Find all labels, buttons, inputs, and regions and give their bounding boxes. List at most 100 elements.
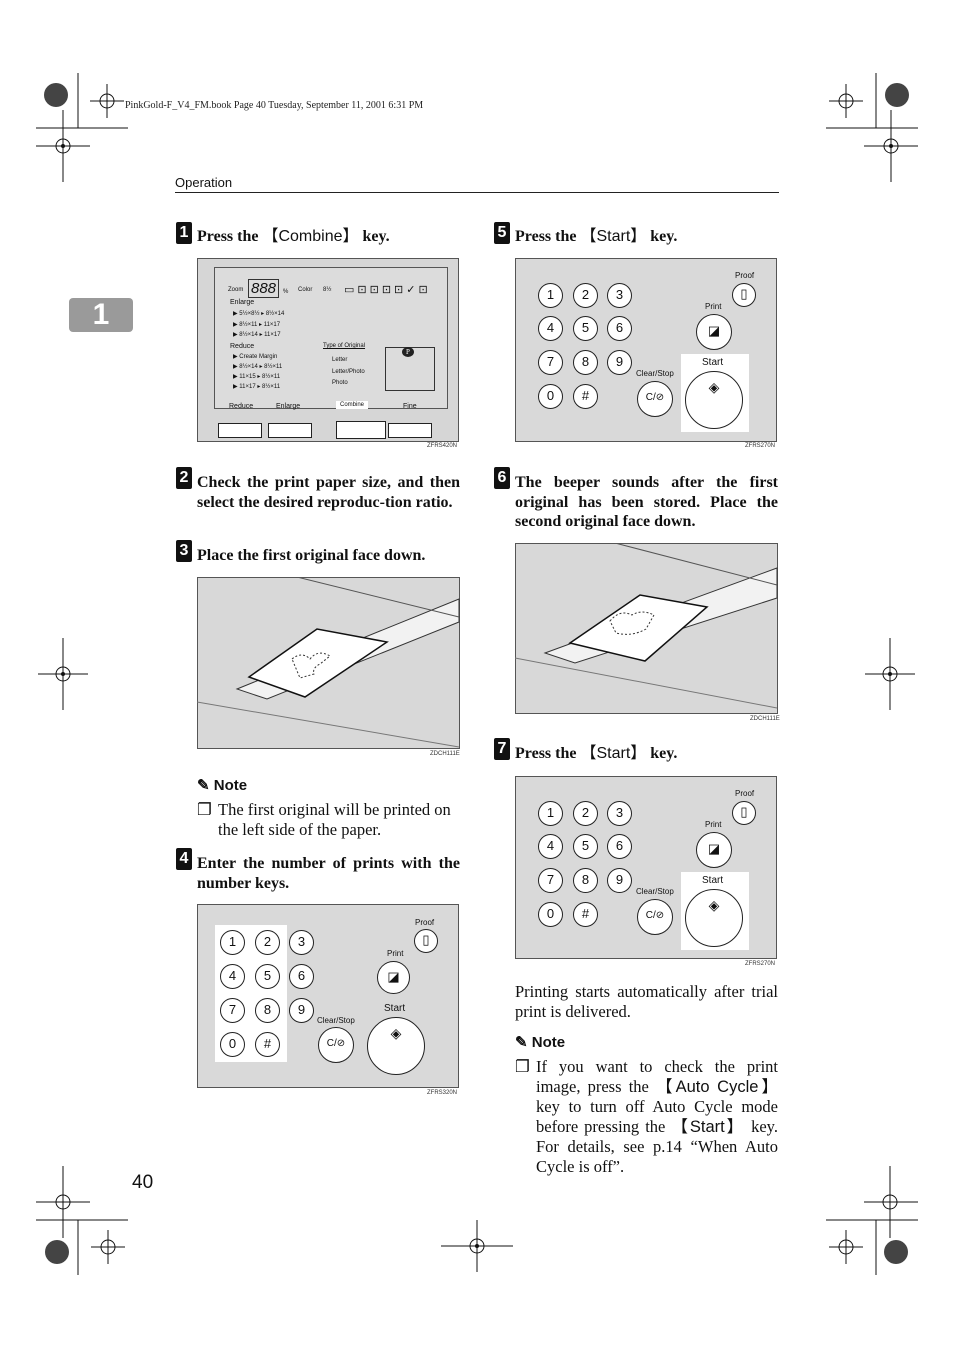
- key-2[interactable]: 2: [255, 930, 280, 955]
- key-2[interactable]: 2: [573, 283, 598, 308]
- chapter-tab: 1: [69, 298, 133, 332]
- proof-button[interactable]: ▯: [732, 283, 756, 307]
- key-7[interactable]: 7: [538, 350, 563, 375]
- key-5[interactable]: 5: [255, 964, 280, 989]
- type-item: Letter: [332, 357, 348, 363]
- key-0[interactable]: 0: [538, 902, 563, 927]
- print-label: Print: [705, 302, 722, 311]
- key-1[interactable]: 1: [538, 801, 563, 826]
- key-4[interactable]: 4: [538, 834, 563, 859]
- step-text-part: Press the: [197, 228, 263, 245]
- start-button[interactable]: ◈: [685, 889, 743, 947]
- step-text-part: key.: [646, 228, 678, 245]
- pencil-icon: ✎: [515, 1034, 528, 1051]
- key-1[interactable]: 1: [220, 930, 245, 955]
- print-button[interactable]: ◪: [696, 314, 732, 350]
- figure-code: ZFRS270N: [745, 443, 776, 449]
- start-key-figure-2: 1 2 3 4 5 6 7 8 9 0 # Proof ▯ Print ◪ Cl…: [515, 776, 777, 959]
- step-6-text: The beeper sounds after the first origin…: [515, 474, 778, 530]
- start-button[interactable]: ◈: [685, 371, 743, 429]
- auto-cycle-key-label: 【Auto Cycle】: [656, 1077, 778, 1096]
- reduce-item: ▶ 11×17 ▸ 8½×11: [233, 384, 281, 390]
- key-0[interactable]: 0: [220, 1032, 245, 1057]
- step-5-text: Press the 【Start】 key.: [515, 227, 780, 247]
- reduce-key-label: Reduce: [229, 403, 254, 410]
- print-button[interactable]: ◪: [696, 832, 732, 868]
- key-2[interactable]: 2: [573, 801, 598, 826]
- page-number: 40: [132, 1172, 154, 1193]
- key-6[interactable]: 6: [607, 834, 632, 859]
- display-screen: [214, 267, 448, 409]
- original-placement-figure-2: [515, 543, 778, 714]
- checkbox-icon: ❐: [515, 1057, 530, 1076]
- paper-size-label: 8½: [323, 287, 332, 293]
- combine-button[interactable]: [336, 421, 386, 439]
- combine-key-label: 【Combine】: [262, 228, 359, 245]
- figure-code: ZDCH111E: [430, 751, 460, 757]
- indicator-letters: P: [402, 347, 414, 357]
- combine-key-label-panel: Combine: [336, 401, 369, 409]
- key-7[interactable]: 7: [538, 868, 563, 893]
- print-button[interactable]: ◪: [377, 961, 410, 994]
- key-9[interactable]: 9: [607, 868, 632, 893]
- enlarge-item-label: 8½×14 ▸ 11×17: [239, 332, 281, 338]
- original-placement-figure: [197, 577, 460, 749]
- reduce-button[interactable]: [218, 423, 262, 438]
- key-5[interactable]: 5: [573, 316, 598, 341]
- type-of-original-heading: Type of Original: [323, 343, 366, 349]
- step-7-text: Press the 【Start】 key.: [515, 744, 780, 764]
- enlarge-item-label: 8½×11 ▸ 11×17: [239, 321, 281, 328]
- key-9[interactable]: 9: [607, 350, 632, 375]
- clear-stop-button[interactable]: C/⊘: [318, 1027, 354, 1063]
- start-button[interactable]: ◈: [367, 1017, 425, 1075]
- section-title: Operation: [175, 175, 233, 190]
- reduce-heading: Reduce: [230, 343, 255, 350]
- key-6[interactable]: 6: [289, 964, 314, 989]
- step-text-part: Press the: [515, 745, 581, 762]
- clear-stop-button[interactable]: C/⊘: [637, 899, 673, 935]
- enlarge-item: ▶ 8½×11 ▸ 11×17: [233, 321, 281, 328]
- key-8[interactable]: 8: [255, 998, 280, 1023]
- key-7[interactable]: 7: [220, 998, 245, 1023]
- note-title: Note: [213, 777, 248, 794]
- clear-stop-button[interactable]: C/⊘: [637, 381, 673, 417]
- after-step-text: Printing starts automatically after tria…: [515, 982, 778, 1021]
- key-hash[interactable]: #: [573, 902, 598, 927]
- key-1[interactable]: 1: [538, 283, 563, 308]
- percent-label: %: [283, 289, 289, 295]
- key-4[interactable]: 4: [220, 964, 245, 989]
- print-label: Print: [705, 820, 722, 829]
- checkbox-icon: ❐: [197, 800, 212, 819]
- combine-panel-figure: Zoom 888 % Color 8½ ▭⊡⊡⊡⊡✓⊡ Enlarge ▶ 5½…: [197, 258, 459, 442]
- key-hash[interactable]: #: [573, 384, 598, 409]
- key-8[interactable]: 8: [573, 868, 598, 893]
- key-3[interactable]: 3: [607, 283, 632, 308]
- enlarge-button[interactable]: [268, 423, 312, 438]
- proof-button[interactable]: ▯: [732, 801, 756, 825]
- proof-button[interactable]: ▯: [414, 929, 438, 953]
- key-0[interactable]: 0: [538, 384, 563, 409]
- reduce-item: ▶ Create Margin: [233, 354, 278, 360]
- note-text-part: key. For details, see p.14 “When Auto Cy…: [536, 1116, 778, 1176]
- start-label: Start: [702, 357, 724, 368]
- fine-key-label: Fine: [403, 403, 417, 410]
- key-hash[interactable]: #: [255, 1032, 280, 1057]
- key-6[interactable]: 6: [607, 316, 632, 341]
- step-number: 2: [176, 467, 192, 489]
- file-header: PinkGold-F_V4_FM.book Page 40 Tuesday, S…: [125, 100, 424, 111]
- key-8[interactable]: 8: [573, 350, 598, 375]
- reduce-list: ▶ Create Margin ▶ 8½×14 ▸ 8½×11 ▶ 11×15 …: [233, 352, 282, 392]
- key-3[interactable]: 3: [289, 930, 314, 955]
- start-key-label: 【Start】: [580, 745, 647, 762]
- fine-button[interactable]: [388, 423, 432, 438]
- reduce-item-label: 8½×14 ▸ 8½×11: [239, 364, 283, 370]
- key-4[interactable]: 4: [538, 316, 563, 341]
- note-item-2: ❐ If you want to check the print image, …: [515, 1057, 778, 1176]
- enlarge-list: ▶ 5½×8½ ▸ 8½×14 ▶ 8½×11 ▸ 11×17 ▶ 8½×14 …: [233, 309, 284, 341]
- key-5[interactable]: 5: [573, 834, 598, 859]
- key-3[interactable]: 3: [607, 801, 632, 826]
- step-text-part: Press the: [515, 228, 581, 245]
- enlarge-item-label: 5½×8½ ▸ 8½×14: [239, 311, 285, 317]
- key-9[interactable]: 9: [289, 998, 314, 1023]
